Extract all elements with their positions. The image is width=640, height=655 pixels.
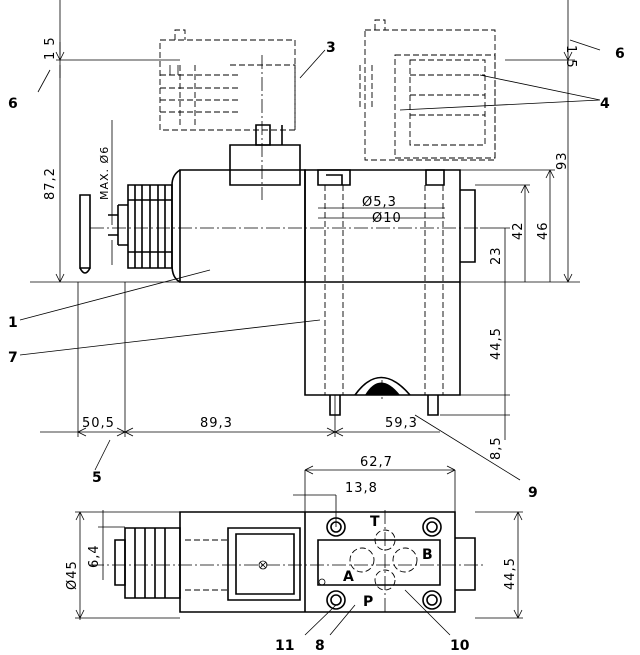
dim-89-3: 89,3 [200, 416, 233, 431]
callout-8: 8 [315, 638, 325, 654]
callout-10: 10 [450, 638, 470, 654]
port-P: P [363, 594, 373, 610]
dim-44-5-horizontal: 44,5 [503, 557, 518, 590]
dim-8-5: 8,5 [489, 436, 504, 460]
dim-15-right: 1 5 [563, 45, 578, 69]
callout-9: 9 [528, 485, 538, 501]
dim-59-3: 59,3 [385, 416, 418, 431]
port-A: A [343, 569, 354, 585]
leader-lines [19, 39, 601, 636]
dim-46: 46 [536, 221, 551, 240]
callout-11: 11 [275, 638, 294, 654]
dim-93: 93 [555, 151, 570, 170]
dim-42: 42 [511, 221, 526, 240]
dim-62-7: 62,7 [360, 455, 393, 470]
solenoid-coil [79, 169, 306, 283]
callout-6-right: 6 [615, 46, 625, 62]
callout-5: 5 [92, 470, 102, 486]
dim-13-8: 13,8 [345, 481, 378, 496]
dim-6-4: 6,4 [87, 544, 102, 568]
callout-3: 3 [326, 40, 336, 56]
dim-max-6: MAX. Ø6 [98, 146, 111, 200]
front-view [79, 29, 480, 416]
callout-7: 7 [8, 350, 18, 366]
plug-connector-left [159, 29, 296, 131]
port-labels: T A B P [343, 514, 433, 610]
dim-87-2: 87,2 [43, 167, 58, 200]
callout-labels: 1 3 4 5 6 6 7 8 9 10 11 [8, 40, 625, 654]
port-B: B [422, 547, 433, 563]
dim-15-left: 1 5 [43, 36, 58, 60]
front-dimensions [30, 0, 580, 440]
dim-23: 23 [489, 246, 504, 265]
dim-45: Ø45 [65, 560, 80, 590]
callout-6-left: 6 [8, 96, 18, 112]
dimension-labels: 1 5 1 5 87,2 93 MAX. Ø6 Ø5,3 Ø10 42 46 2… [43, 36, 578, 590]
dim-44-5-vertical: 44,5 [489, 327, 504, 360]
plug-connector-right [359, 19, 496, 161]
callout-1: 1 [8, 315, 18, 331]
terminal-box [229, 144, 301, 186]
dim-5-3: Ø5,3 [362, 195, 397, 210]
top-dimensions [75, 465, 523, 620]
callout-4: 4 [600, 96, 610, 112]
dim-50-5: 50,5 [82, 416, 115, 431]
port-T: T [370, 514, 380, 530]
dim-10: Ø10 [372, 211, 402, 226]
